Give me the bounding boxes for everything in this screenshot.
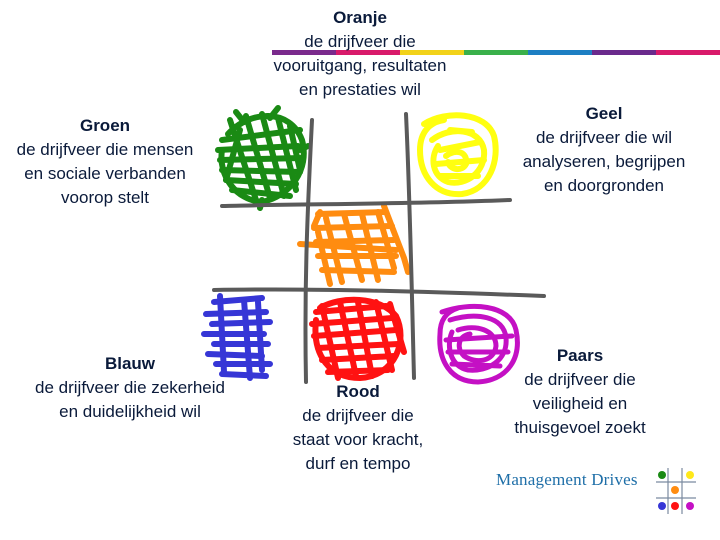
stripe-segment-yellow <box>400 50 464 55</box>
stripe-segment-blue <box>528 50 592 55</box>
stripe-segment-purple-2 <box>592 50 656 55</box>
rood-title: Rood <box>336 382 380 401</box>
paars-title: Paars <box>556 346 604 365</box>
blauw-description: de drijfveer die zekerheid en duidelijkh… <box>35 378 225 421</box>
groen-description: de drijfveer die mensen en sociale verba… <box>16 140 194 207</box>
blauw-title: Blauw <box>104 354 156 373</box>
label-paars: Paars de drijfveer die veiligheid en thu… <box>490 344 670 440</box>
groen-title: Groen <box>79 116 131 135</box>
stripe-segment-purple <box>272 50 336 55</box>
green-scribble <box>215 105 311 211</box>
logo-text: Management Drives <box>496 470 638 489</box>
grid-line-vertical-right <box>404 112 416 380</box>
label-geel: Geel de drijfveer die wil analyseren, be… <box>504 102 704 198</box>
stripe-segment-green <box>464 50 528 55</box>
geel-title: Geel <box>585 104 623 123</box>
label-rood: Rood de drijfveer die staat voor kracht,… <box>268 380 448 476</box>
stripe-segment-pink-2 <box>656 50 720 55</box>
label-oranje: Oranje de drijfveer die vooruitgang, res… <box>246 6 474 102</box>
geel-description: de drijfveer die wil analyseren, begrijp… <box>522 128 686 195</box>
label-groen: Groen de drijfveer die mensen en sociale… <box>0 114 210 210</box>
logo-grid-icon <box>656 468 696 514</box>
management-drives-logo: Management Drives <box>496 466 706 516</box>
oranje-description: de drijfveer die vooruitgang, resultaten… <box>273 32 447 99</box>
red-scribble <box>309 296 407 382</box>
oranje-title: Oranje <box>333 8 387 27</box>
paars-description: de drijfveer die veiligheid en thuisgevo… <box>514 370 646 437</box>
blue-scribble <box>201 293 273 381</box>
label-blauw: Blauw de drijfveer die zekerheid en duid… <box>10 352 250 424</box>
grid-line-vertical-left <box>303 118 314 384</box>
purple-scribble <box>437 304 520 385</box>
grid-line-horizontal-bottom <box>212 287 546 298</box>
stripe-segment-pink <box>336 50 400 55</box>
orange-scribble <box>297 203 411 287</box>
color-stripe <box>272 50 720 55</box>
rood-description: de drijfveer die staat voor kracht, durf… <box>292 406 424 473</box>
grid-line-horizontal-top <box>220 198 512 208</box>
yellow-scribble <box>416 112 499 198</box>
grid-lines <box>212 112 546 384</box>
